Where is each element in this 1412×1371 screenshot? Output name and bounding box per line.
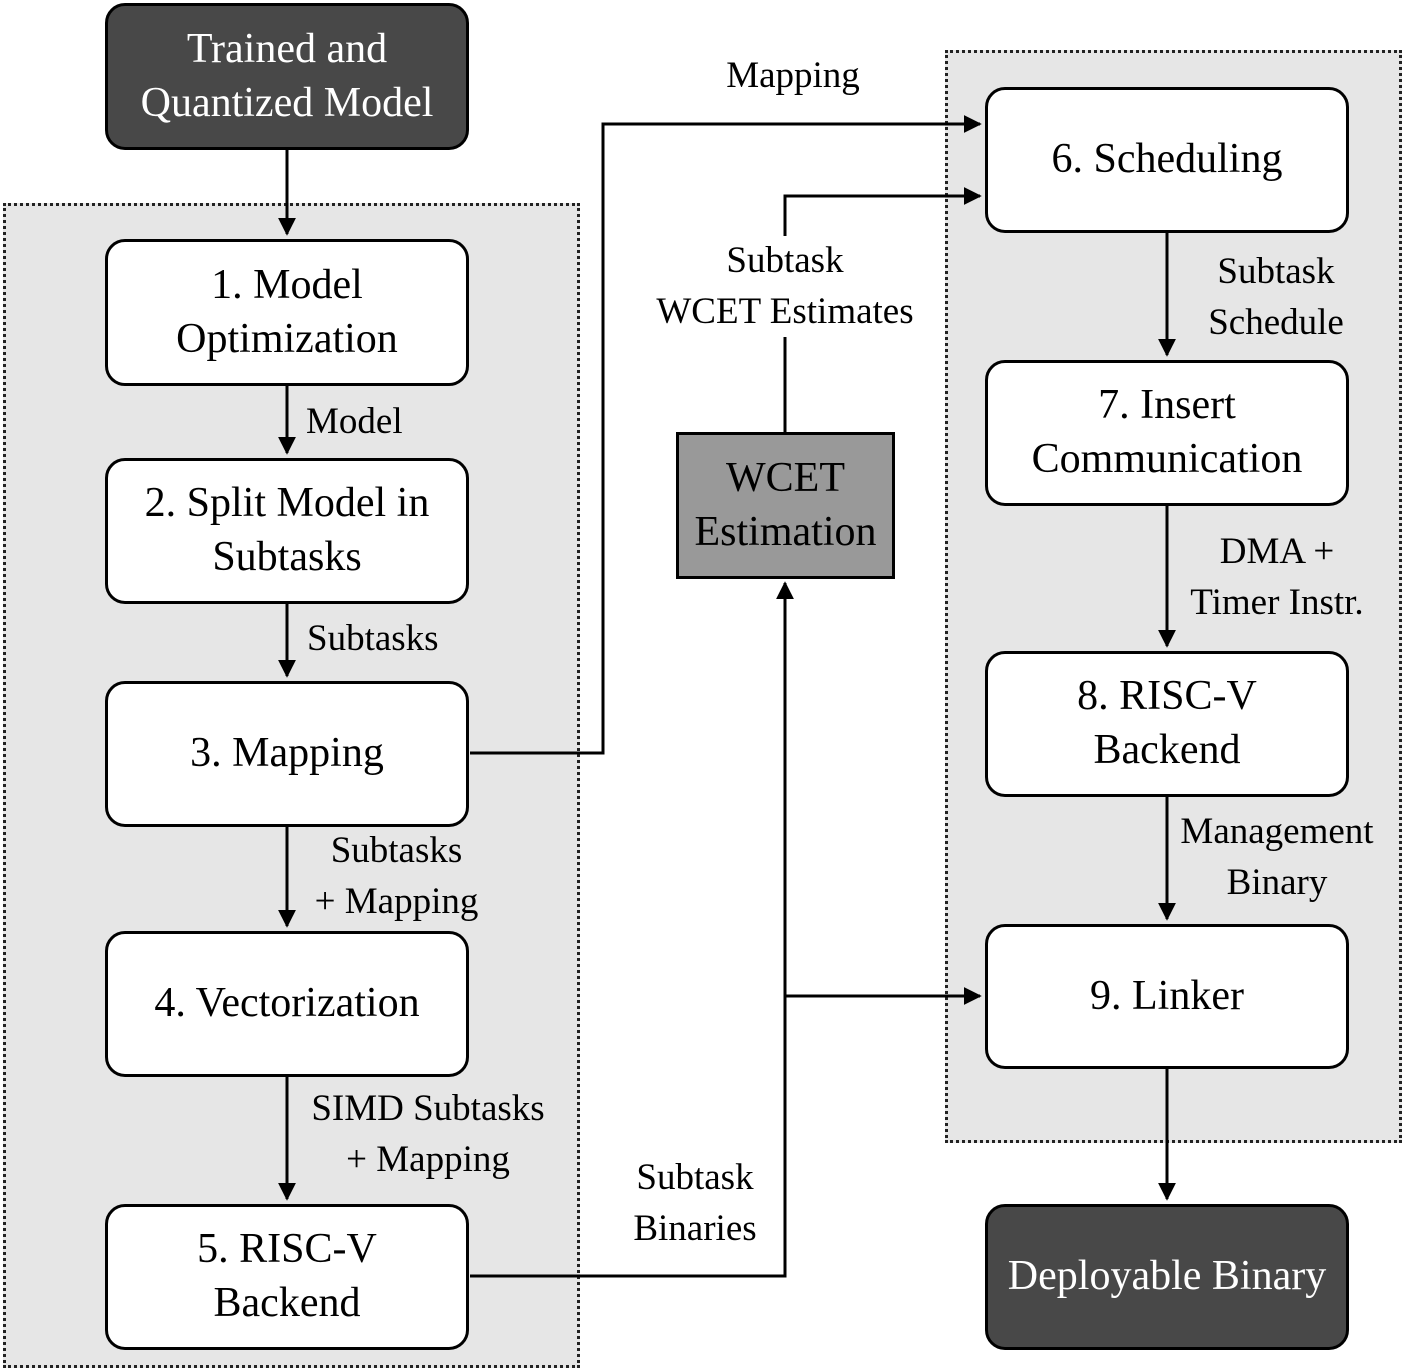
edge-label-subtasks-mapping: Subtasks + Mapping: [314, 830, 479, 922]
output-node: Deployable Binary: [985, 1204, 1349, 1350]
wcet-node: WCET Estimation: [676, 432, 895, 579]
step9-node: 9. Linker: [985, 924, 1349, 1069]
edge-label-subtask-binaries: Subtask Binaries: [633, 1157, 757, 1249]
arrow-wcet-to-scheduling: [783, 187, 982, 432]
step5-node: 5. RISC-V Backend: [105, 1204, 469, 1350]
step6-node: 6. Scheduling: [985, 87, 1349, 233]
step8-node: 8. RISC-V Backend: [985, 651, 1349, 797]
step7-node: 7. Insert Communication: [985, 360, 1349, 506]
edge-label-mapping: Mapping: [726, 55, 860, 96]
edge-label-subtasks: Subtasks: [307, 618, 439, 659]
step2-node: 2. Split Model in Subtasks: [105, 458, 469, 604]
step4-node: 4. Vectorization: [105, 931, 469, 1077]
edge-label-management: Management Binary: [1180, 811, 1374, 903]
edge-label-simd: SIMD Subtasks + Mapping: [311, 1088, 545, 1180]
arrow-mapping-to-scheduling: [470, 115, 982, 755]
edge-label-dma: DMA + Timer Instr.: [1190, 531, 1364, 623]
arrow-binaries-to-wcet: [470, 581, 794, 1278]
step1-node: 1. Model Optimization: [105, 239, 469, 386]
step3-node: 3. Mapping: [105, 681, 469, 827]
edge-label-wcet-estimates: Subtask WCET Estimates: [644, 236, 926, 338]
edge-label-model: Model: [306, 401, 403, 442]
edge-label-schedule: Subtask Schedule: [1208, 251, 1344, 343]
input-node: Trained and Quantized Model: [105, 3, 469, 150]
